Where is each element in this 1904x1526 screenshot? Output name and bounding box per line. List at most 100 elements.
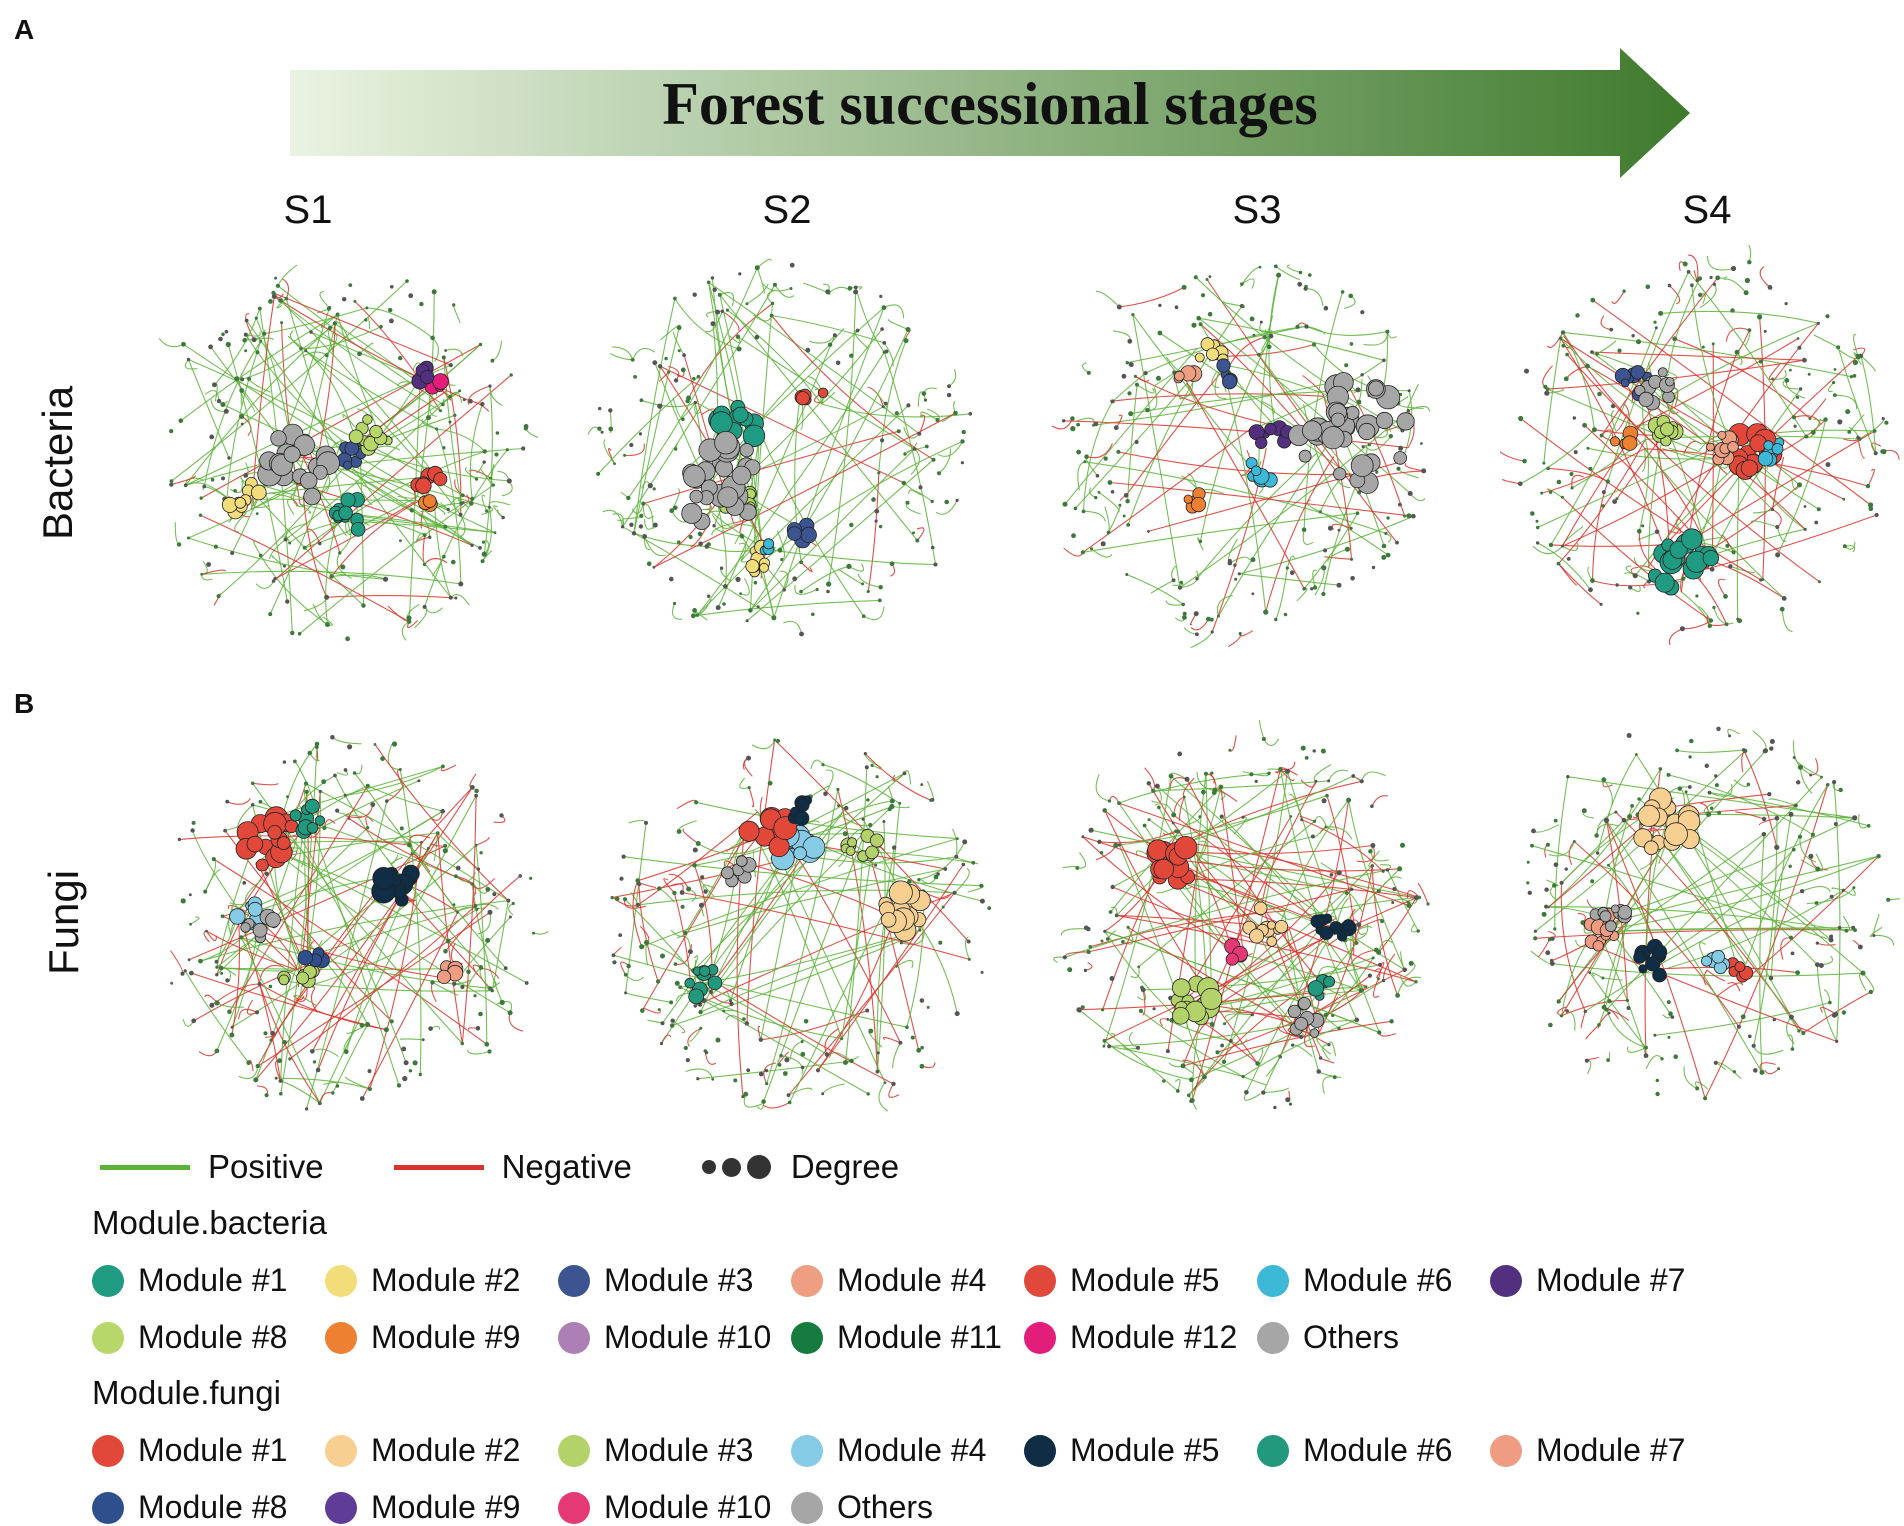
- module-node: [1250, 929, 1264, 943]
- network-node: [255, 317, 258, 320]
- network-node: [478, 1012, 483, 1017]
- network-node: [1260, 321, 1263, 324]
- network-node: [1852, 815, 1857, 820]
- network-node: [1622, 818, 1627, 823]
- network-node: [1362, 445, 1365, 448]
- network-node: [461, 493, 465, 497]
- network-node: [1608, 1012, 1611, 1015]
- network-node: [1063, 502, 1068, 507]
- network-node: [1395, 541, 1399, 545]
- network-node: [626, 496, 630, 500]
- network-node: [596, 472, 600, 476]
- module-node: [1631, 366, 1645, 380]
- network-node: [961, 461, 964, 464]
- network-node: [1304, 287, 1308, 291]
- network-node: [353, 771, 357, 775]
- network-node: [1667, 773, 1671, 777]
- network-node: [1273, 1106, 1276, 1109]
- network-node: [389, 319, 394, 324]
- network-node: [696, 614, 699, 617]
- module-node: [339, 506, 353, 520]
- module-bacteria-legend-item: Module #9: [325, 1319, 558, 1356]
- network-node: [821, 763, 824, 766]
- network-node: [1204, 772, 1208, 776]
- module-node: [1331, 413, 1345, 427]
- module-node: [740, 444, 753, 457]
- network-node: [1797, 346, 1801, 350]
- network-node: [331, 1091, 334, 1094]
- network-edge: [205, 391, 219, 402]
- network-node: [1710, 807, 1713, 810]
- network-node: [1845, 929, 1849, 933]
- network-node: [360, 1023, 365, 1028]
- module-node: [1174, 836, 1197, 859]
- network-node: [947, 393, 951, 397]
- network-edge: [1787, 1035, 1792, 1049]
- network-node: [192, 821, 196, 825]
- network-node: [955, 1011, 960, 1016]
- network-node: [735, 577, 740, 582]
- network-node: [931, 500, 934, 503]
- network-node: [200, 573, 203, 576]
- module-node: [1295, 1017, 1308, 1030]
- module-node: [736, 856, 747, 867]
- module-node: [305, 799, 319, 813]
- network-node: [902, 481, 906, 485]
- network-node: [882, 405, 885, 408]
- network-node: [1798, 835, 1802, 839]
- network-node: [288, 542, 291, 545]
- network-edge: [171, 951, 183, 974]
- network-node: [1668, 284, 1672, 288]
- network-edge: [534, 923, 549, 934]
- network-node: [891, 1082, 895, 1086]
- network-node: [874, 864, 877, 867]
- network-node: [1289, 1103, 1292, 1106]
- network-node: [1076, 450, 1081, 455]
- network-edge: [332, 737, 361, 744]
- network-node: [1626, 999, 1629, 1002]
- network-node: [1355, 1018, 1360, 1023]
- module-node: [1322, 427, 1344, 449]
- network-node: [705, 1051, 708, 1054]
- network-node: [1395, 993, 1400, 998]
- network-node: [1602, 490, 1606, 494]
- network-node: [1108, 480, 1113, 485]
- network-node: [1714, 1061, 1718, 1065]
- network-node: [1377, 977, 1380, 980]
- network-node: [644, 940, 649, 945]
- network-node: [1305, 756, 1309, 760]
- network-node: [330, 735, 335, 740]
- network-edge: [1087, 444, 1113, 458]
- network-node: [488, 910, 493, 915]
- network-node: [716, 1038, 721, 1043]
- network-node: [488, 384, 491, 387]
- network-node: [755, 335, 760, 340]
- network-node: [1605, 1008, 1609, 1012]
- network-edge: [826, 770, 834, 794]
- network-node: [1723, 594, 1728, 599]
- network-edge: [643, 1008, 660, 1013]
- network-node: [882, 341, 886, 345]
- network-node: [512, 902, 515, 905]
- module-node: [866, 846, 879, 859]
- network-node: [653, 487, 656, 490]
- network-node: [187, 358, 190, 361]
- network-node: [1611, 404, 1615, 408]
- module-bacteria-legend-label: Module #9: [371, 1319, 520, 1356]
- network-node: [1411, 514, 1416, 519]
- network-node: [1101, 1008, 1104, 1011]
- network-node: [271, 291, 275, 295]
- network-node: [1708, 624, 1712, 628]
- network-edge: [509, 1013, 523, 1031]
- network-edge: [1873, 914, 1879, 935]
- network-node: [187, 537, 190, 540]
- network-edge: [953, 829, 957, 857]
- network-edge: [159, 338, 183, 346]
- network-node: [608, 408, 612, 412]
- network-node: [1183, 796, 1186, 799]
- network-edge: [492, 341, 501, 361]
- network-node: [242, 881, 246, 885]
- network-node: [223, 829, 227, 833]
- network-edge: [801, 566, 849, 591]
- network-node: [1540, 492, 1543, 495]
